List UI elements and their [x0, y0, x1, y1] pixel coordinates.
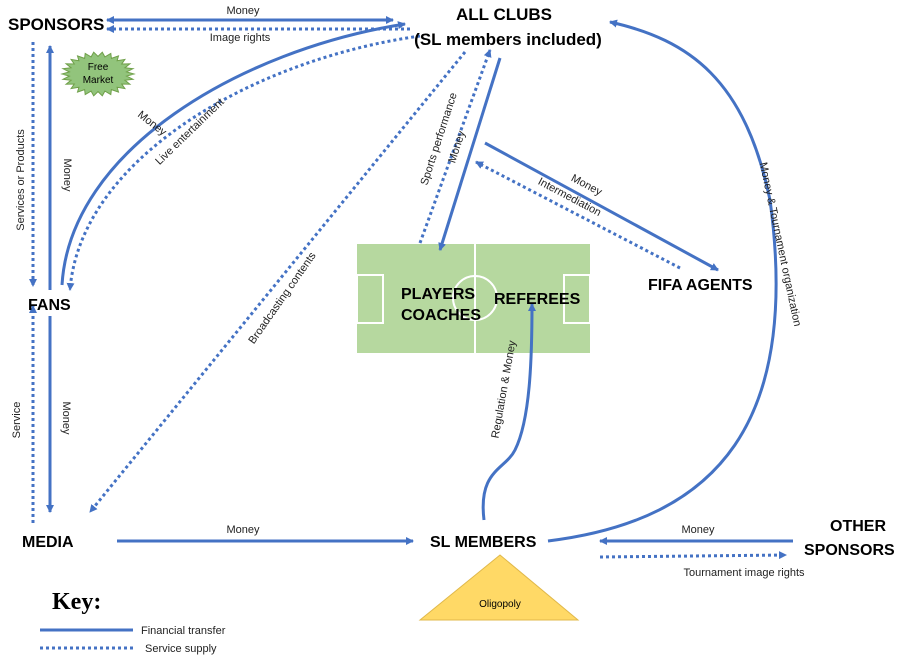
free-market-label-1: Free — [88, 62, 109, 73]
edge-agents-to-clubs-intermediation-arrow — [475, 160, 681, 270]
field-left-box — [356, 274, 384, 324]
edge-clubs-to-agents-money-arrow — [484, 141, 719, 272]
edge-clubs-to-fans-entertainment-arrow — [66, 34, 421, 291]
node-other-sponsors-line2: SPONSORS — [804, 542, 895, 559]
label-fans-sponsors-money: Money — [61, 158, 73, 192]
field-right-box — [563, 274, 591, 324]
free-market-badge — [60, 51, 136, 97]
edge-sl-to-other-image-arrow — [599, 551, 787, 560]
football-field — [356, 244, 591, 353]
key-title: Key: — [52, 589, 101, 615]
edge-players-to-clubs-performance-arrow — [418, 49, 492, 244]
oligopoly-badge — [418, 554, 580, 621]
label-clubs-players-money: Money — [446, 129, 468, 165]
label-other-sl-money: Money — [681, 524, 715, 536]
key-service-label: Service supply — [145, 643, 217, 655]
node-fifa-agents: FIFA AGENTS — [648, 277, 753, 294]
key-financial-label: Financial transfer — [141, 625, 226, 637]
node-fans: FANS — [28, 297, 71, 314]
node-media: MEDIA — [22, 534, 74, 551]
label-sl-referees: Regulation & Money — [490, 339, 519, 439]
label-sl-clubs-money-tournament: Money & Tournament organization — [757, 161, 804, 327]
label-sponsors-fans-services: Services or Products — [15, 129, 27, 231]
label-fans-media-money: Money — [60, 401, 72, 435]
edge-clubs-to-media-broadcasting-arrow — [88, 51, 467, 513]
label-fans-clubs-money: Money — [135, 109, 169, 139]
edge-clubs-to-players-money-arrow — [438, 57, 502, 251]
node-players: PLAYERS — [401, 286, 475, 303]
node-other-sponsors-line1: OTHER — [830, 518, 886, 535]
node-sponsors: SPONSORS — [8, 15, 104, 34]
node-all-clubs-line1: ALL CLUBS — [456, 5, 552, 24]
label-clubs-media-broadcasting: Broadcasting contents — [246, 250, 319, 346]
node-all-clubs-line2: (SL members included) — [414, 30, 602, 49]
node-coaches: COACHES — [401, 307, 481, 324]
oligopoly-label: Oligopoly — [479, 599, 521, 610]
field-center-circle — [452, 275, 498, 321]
label-sponsors-clubs-image: Image rights — [210, 32, 271, 44]
node-sl-members: SL MEMBERS — [430, 534, 537, 551]
edge-sl-to-referees-arrow — [481, 303, 536, 521]
edge-sl-to-clubs-money-tournament-arrow — [547, 19, 778, 543]
edge-fans-to-clubs-money-arrow — [60, 21, 406, 286]
label-sl-other-image: Tournament image rights — [683, 567, 805, 579]
label-media-sl-money: Money — [226, 524, 260, 536]
field-surface — [357, 244, 590, 353]
label-media-fans-service: Service — [11, 402, 23, 439]
free-market-label-2: Market — [83, 75, 114, 86]
node-referees: REFEREES — [494, 291, 581, 308]
label-sponsors-clubs-money: Money — [226, 5, 260, 17]
